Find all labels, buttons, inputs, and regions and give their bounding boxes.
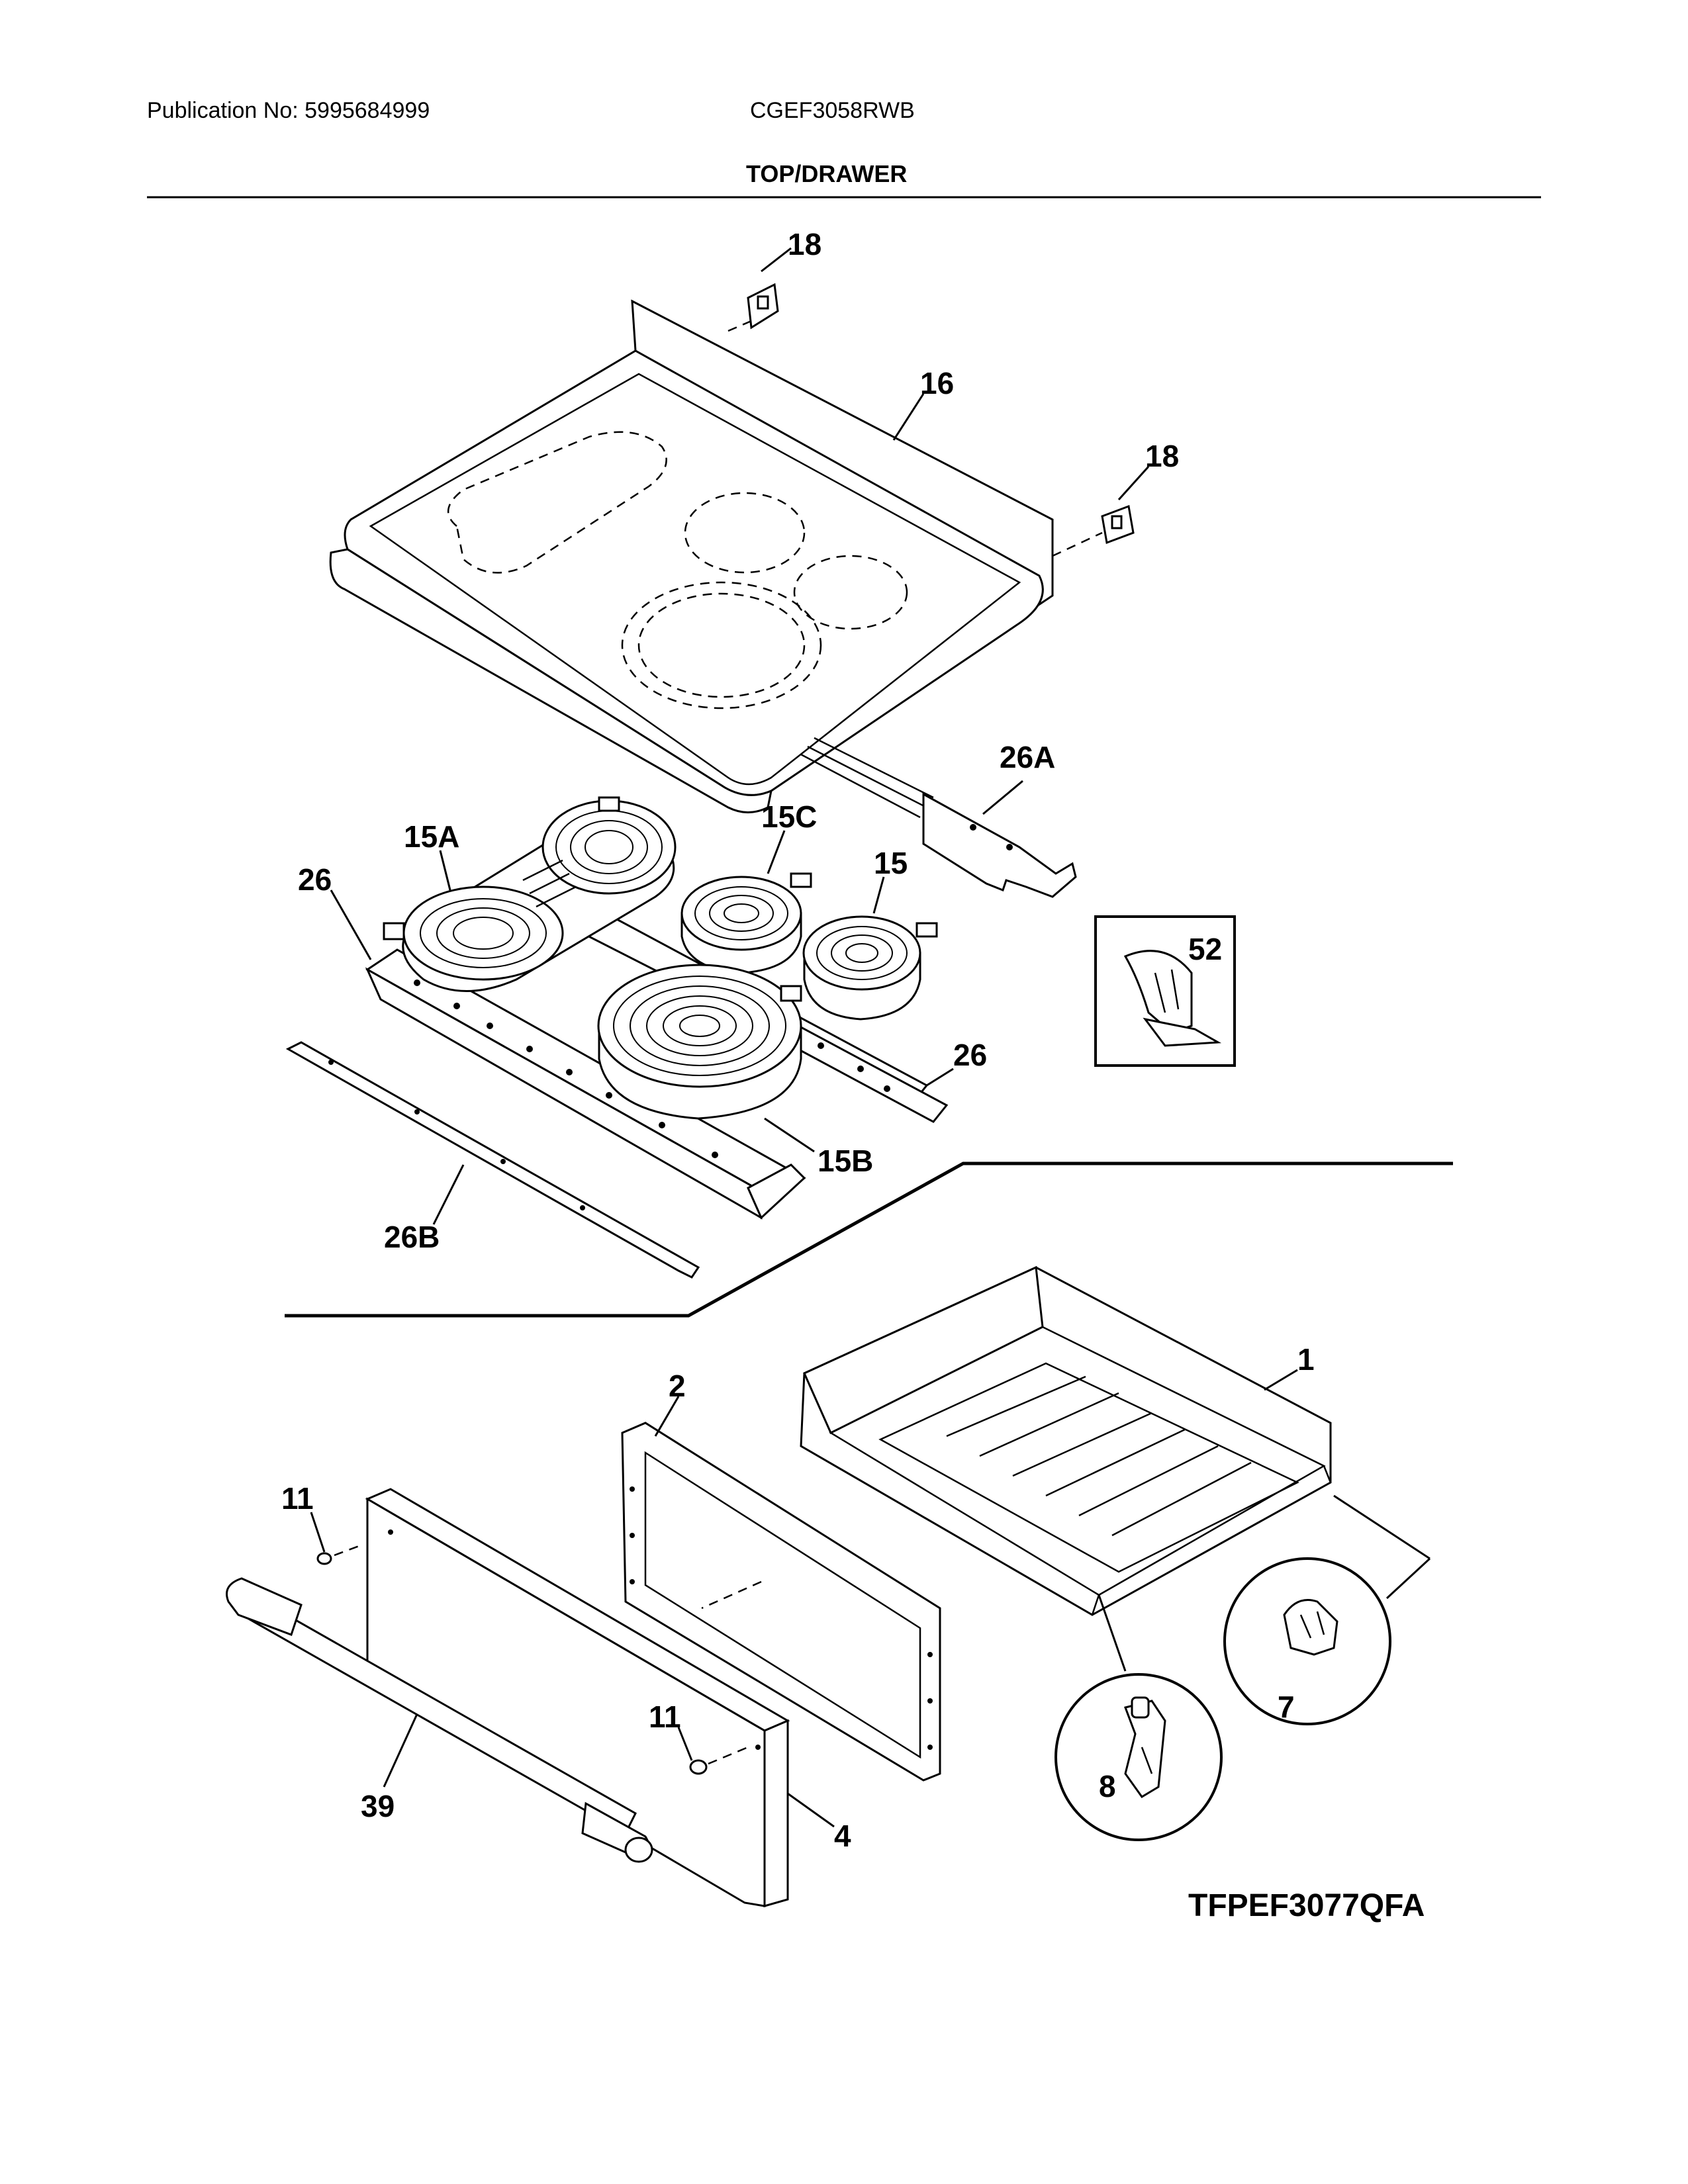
- dual-radiant-element: [383, 796, 677, 992]
- cooktop-burner-markings: [447, 431, 908, 709]
- callout-11-lower: 11: [649, 1700, 681, 1734]
- callout-15B: 15B: [818, 1144, 873, 1178]
- callout-15: 15: [874, 846, 908, 880]
- figure-code: TFPEF3077QFA: [1188, 1888, 1425, 1923]
- callout-15C: 15C: [761, 799, 817, 834]
- callout-18-left: 18: [788, 227, 821, 261]
- callout-8: 8: [1099, 1769, 1116, 1803]
- callout-2: 2: [669, 1369, 686, 1403]
- callout-52: 52: [1188, 932, 1222, 966]
- drawer-body: [800, 1265, 1332, 1616]
- small-rear-element: [680, 872, 812, 974]
- callout-4: 4: [834, 1819, 851, 1853]
- callout-1: 1: [1297, 1342, 1315, 1377]
- top-bracket-left: [747, 283, 779, 330]
- callout-7: 7: [1278, 1690, 1295, 1724]
- section-divider: [285, 1161, 1453, 1318]
- callout-16: 16: [920, 366, 954, 400]
- callout-26B: 26B: [384, 1220, 440, 1254]
- large-front-element: [597, 964, 802, 1120]
- wire-harness-bracket: [800, 737, 1077, 898]
- callout-18-right: 18: [1145, 439, 1179, 473]
- top-bracket-right: [1101, 504, 1135, 545]
- callout-26-left: 26: [298, 862, 332, 897]
- inset-roller-circle: [1055, 1673, 1223, 1841]
- drawer-liner-panel: [621, 1422, 941, 1782]
- cooktop-glass-top: [329, 299, 1054, 813]
- callout-15A: 15A: [404, 819, 459, 854]
- inset-glide-circle: [1223, 1557, 1391, 1725]
- inset-clip-box: [1094, 915, 1236, 1067]
- drawer-screw-lower: [689, 1759, 708, 1775]
- callout-26A: 26A: [1000, 740, 1055, 774]
- callout-39: 39: [361, 1789, 395, 1823]
- drawer-screw-upper: [316, 1552, 332, 1565]
- drawer-front-panel: [365, 1488, 790, 1907]
- drawer-handle: [226, 1577, 653, 1863]
- small-right-element: [802, 915, 938, 1021]
- callout-26-right: 26: [953, 1038, 987, 1072]
- callout-11-upper: 11: [281, 1481, 314, 1516]
- publication-number: Publication No: 5995684999: [147, 98, 430, 123]
- front-support-rail: [285, 1041, 700, 1279]
- model-number: CGEF3058RWB: [750, 98, 915, 123]
- section-title: TOP/DRAWER: [746, 160, 908, 187]
